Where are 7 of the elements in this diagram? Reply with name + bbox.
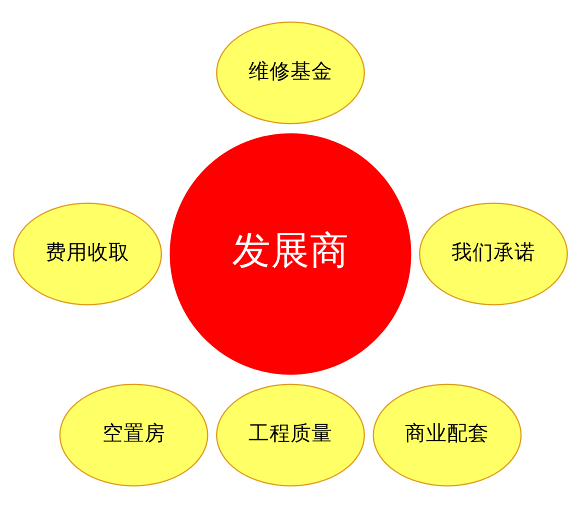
node-ellipse: 维修基金 (216, 21, 365, 124)
node-ellipse: 我们承诺 (418, 202, 568, 305)
node-ellipse: 费用收取 (13, 202, 162, 305)
node-circle: 发展商 (170, 132, 412, 374)
node-ellipse: 工程质量 (216, 383, 365, 486)
node-ellipse: 空置房 (59, 383, 208, 486)
node-ellipse: 商业配套 (372, 383, 522, 486)
